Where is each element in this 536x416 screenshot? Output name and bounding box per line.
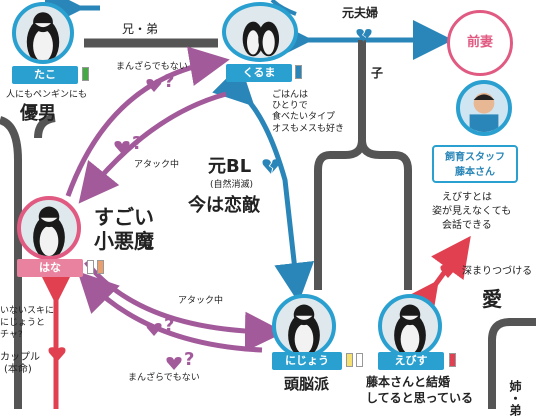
heart-icon [146,79,162,92]
mazu-label-2: まんざらでもない [128,373,200,383]
deep-love-word: 愛 [482,287,502,311]
brothers-label: 兄・弟 [122,22,159,36]
kuruma-avatar [222,2,298,62]
heart-icon [146,323,162,336]
hana-label: はな [17,259,83,277]
ebisu-color-swatch [449,353,456,367]
tako-trait: 優男 [20,103,56,124]
question-mark-1: ? [164,71,175,92]
ex-bl-line [212,64,315,303]
nijou-color-swatch-2 [356,353,363,367]
heart-icon [440,265,456,278]
hana-trait-1: すごい [94,205,154,229]
child-tree [314,40,412,290]
kuruma-desc-3: 食べたいタイプ [272,112,336,122]
kuruma-desc-2: ひとりで [272,101,308,111]
kuruma-desc-1: ごはんは [272,90,309,100]
heart-icon [48,347,66,362]
ebisu-avatar [378,294,442,358]
ex-bl-now: 今は恋敵 [188,195,260,216]
tako-color-swatch [82,67,89,81]
left-gray-curve [0,116,22,409]
hana-to-kuruma-line [65,46,230,197]
staff-label-line2: 藤本さん [455,167,495,178]
bottom-right-curve [488,318,536,409]
mazu-label-1: まんざらでもない [116,62,188,72]
question-mark-2: ? [132,133,143,154]
question-mark-3: ? [164,315,175,336]
attack-label-1: アタック中 [134,160,180,170]
staff-rel-2: 姿が見えなくても [432,206,512,217]
node-ex-wife[interactable]: 前妻 [447,10,513,76]
left-couple-2: (本命) [4,364,32,375]
deep-love-label: 深まりつづける [462,266,533,277]
left-note-2: にじょうと [0,318,46,328]
nijou-avatar [272,294,336,358]
broken-heart-icon [356,29,372,42]
left-gray-curve-2 [34,114,56,139]
staff-label: 飼育スタッフ 藤本さん [432,145,518,183]
nijou-color-swatch-1 [346,353,353,367]
kuruma-label: くるま [226,64,292,82]
child-label: 子 [371,66,384,80]
heart-icon [114,141,130,154]
staff-avatar [456,80,512,136]
staff-label-line1: 飼育スタッフ [445,152,505,163]
tako-label: たこ [12,66,78,84]
heart-icon [166,357,182,370]
hana-color-swatch-2 [97,260,104,274]
ebisu-desc-2: してると思っている [366,391,474,405]
hana-trait-2: 小悪魔 [94,229,154,253]
kuruma-color-swatch [295,65,302,79]
left-note-1: いないスキに [0,306,55,316]
attack-label-2: アタック中 [178,296,224,306]
tako-description: 人にもペンギンにも [6,90,88,100]
staff-rel-3: 会話できる [442,220,492,231]
ex-bl-sub: (自然消滅) [210,180,254,190]
broken-heart-icon [262,159,280,174]
ex-couple-label: 元夫婦 [342,6,379,20]
ebisu-label: えびす [378,352,444,370]
left-couple-1: カップル [0,352,40,363]
nijou-label: にじょう [272,352,342,370]
hana-avatar [17,196,81,260]
staff-rel-1: えびすとは [442,192,492,203]
left-note-3: チャ? [0,330,23,340]
nijou-to-hana-line [77,271,263,353]
question-mark-4: ? [184,349,195,370]
ex-bl-label: 元BL [208,156,252,177]
ebisu-desc-1: 藤本さんと結婚 [366,375,451,389]
nijou-trait: 頭脳派 [284,375,330,393]
kuruma-to-hana-line [78,91,227,204]
tako-avatar [12,2,74,64]
hana-color-swatch-1 [87,260,94,274]
kuruma-desc-4: オスもメスも好き [272,124,345,134]
sister-label: 姉・弟 [508,380,522,416]
